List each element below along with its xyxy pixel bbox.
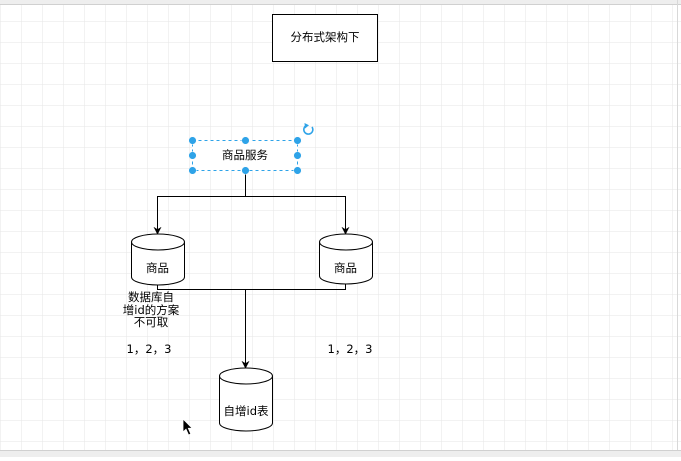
db-left-cylinder[interactable]: 商品 bbox=[131, 233, 185, 286]
resize-handle-bottom-right[interactable] bbox=[293, 166, 302, 175]
resize-handle-right[interactable] bbox=[293, 151, 302, 160]
id-table-label: 自增id表 bbox=[224, 404, 269, 418]
service-box[interactable]: 商品服务 bbox=[188, 123, 314, 175]
db-right-cylinder[interactable]: 商品 bbox=[319, 233, 373, 285]
edge-service-to-db-right[interactable] bbox=[245, 196, 350, 235]
note-line-1: 数据库自 bbox=[128, 290, 174, 304]
resize-handle-top[interactable] bbox=[241, 136, 250, 145]
title-box[interactable]: 分布式架构下 bbox=[272, 14, 378, 62]
db-right-label: 商品 bbox=[334, 261, 357, 275]
edge-service-to-db-left[interactable] bbox=[153, 171, 246, 235]
resize-handle-top-right[interactable] bbox=[293, 136, 302, 145]
note-line-2: 增id的方案 bbox=[123, 303, 180, 317]
mouse-cursor-icon bbox=[182, 418, 194, 436]
note-text[interactable]: 数据库自 增id的方案 不可取 bbox=[123, 290, 180, 329]
resize-handle-top-left[interactable] bbox=[188, 136, 197, 145]
rotate-icon[interactable] bbox=[303, 123, 314, 135]
id-table-cylinder[interactable]: 自增id表 bbox=[219, 367, 273, 432]
edge-dbs-joined[interactable] bbox=[157, 284, 346, 290]
db-left-label: 商品 bbox=[146, 261, 169, 275]
resize-handle-left[interactable] bbox=[188, 151, 197, 160]
resize-handle-bottom[interactable] bbox=[241, 166, 250, 175]
title-label: 分布式架构下 bbox=[291, 30, 360, 44]
bottom-edge-strip bbox=[0, 451, 681, 457]
ids-left-label[interactable]: 1，2，3 bbox=[127, 342, 172, 356]
service-label: 商品服务 bbox=[222, 148, 268, 162]
note-line-3: 不可取 bbox=[134, 315, 169, 329]
ids-right-label[interactable]: 1，2，3 bbox=[328, 342, 373, 356]
resize-handle-bottom-left[interactable] bbox=[188, 166, 197, 175]
top-edge-strip bbox=[0, 0, 681, 4]
